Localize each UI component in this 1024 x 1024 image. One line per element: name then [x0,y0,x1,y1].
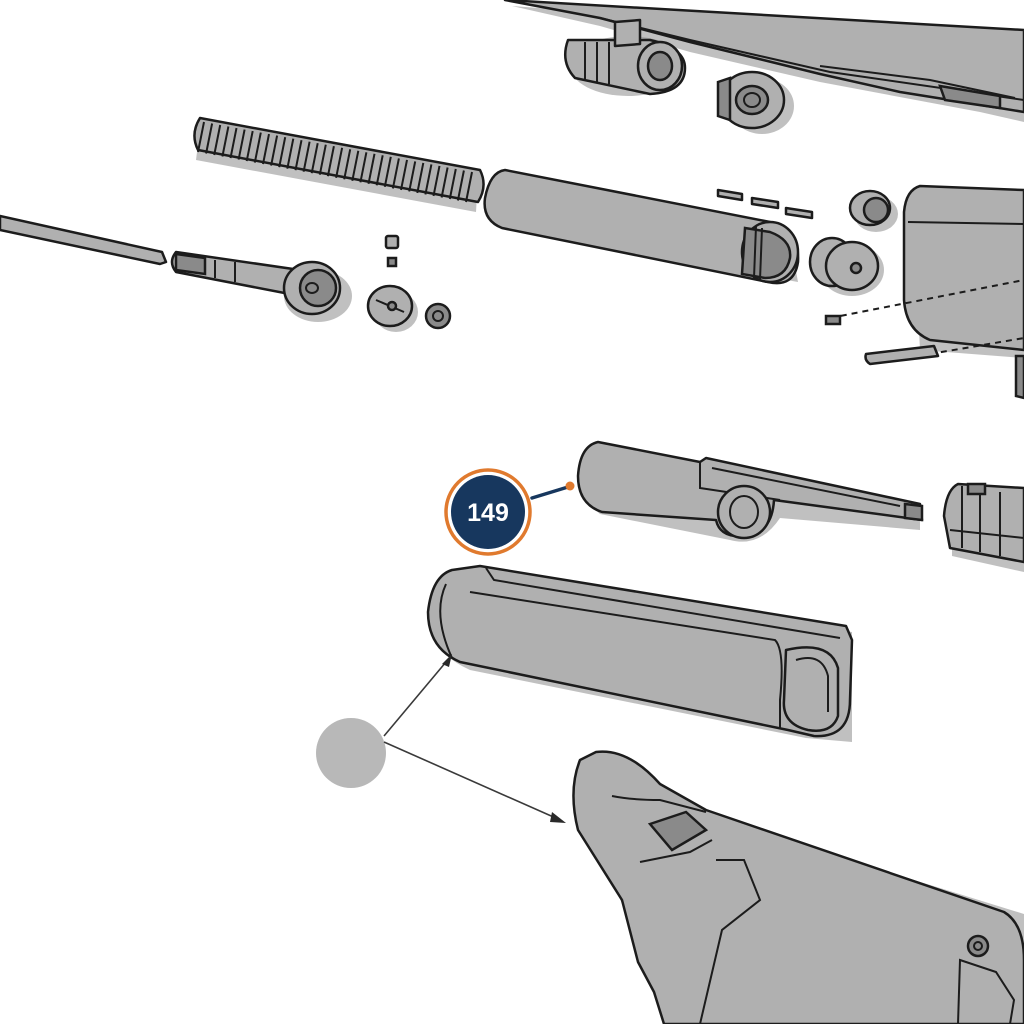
part-receiver-block[interactable] [829,184,1024,358]
part-small-screw[interactable] [384,234,400,268]
part-tiny-pins[interactable] [716,188,814,220]
part-long-rod[interactable] [0,214,168,266]
part-trigger-assembly[interactable] [942,482,1024,572]
part-small-disc[interactable] [424,302,452,330]
callout-149-label: 149 [467,499,509,527]
part-short-pin[interactable] [824,314,1024,400]
part-round-cap[interactable] [366,284,418,332]
part-buttstock[interactable] [572,750,1024,1024]
callout-149[interactable]: 149 [444,468,532,556]
part-knob[interactable] [848,189,898,232]
part-barrel-fitting[interactable] [563,18,687,96]
callout-leader-line [530,481,575,500]
part-piston-plunger[interactable] [170,250,352,322]
part-forend[interactable] [426,564,854,742]
part-recoil-spring[interactable] [193,116,485,212]
arrow-to-stock [383,741,566,823]
part-149-bolt-sleeve[interactable] [576,440,924,542]
part-round-nut-top[interactable] [716,70,794,134]
arrow-to-forend [383,654,452,737]
part-magazine-tube[interactable] [483,168,800,285]
grey-marker-dot[interactable] [316,718,386,788]
part-cylinder-plug[interactable] [808,236,884,296]
